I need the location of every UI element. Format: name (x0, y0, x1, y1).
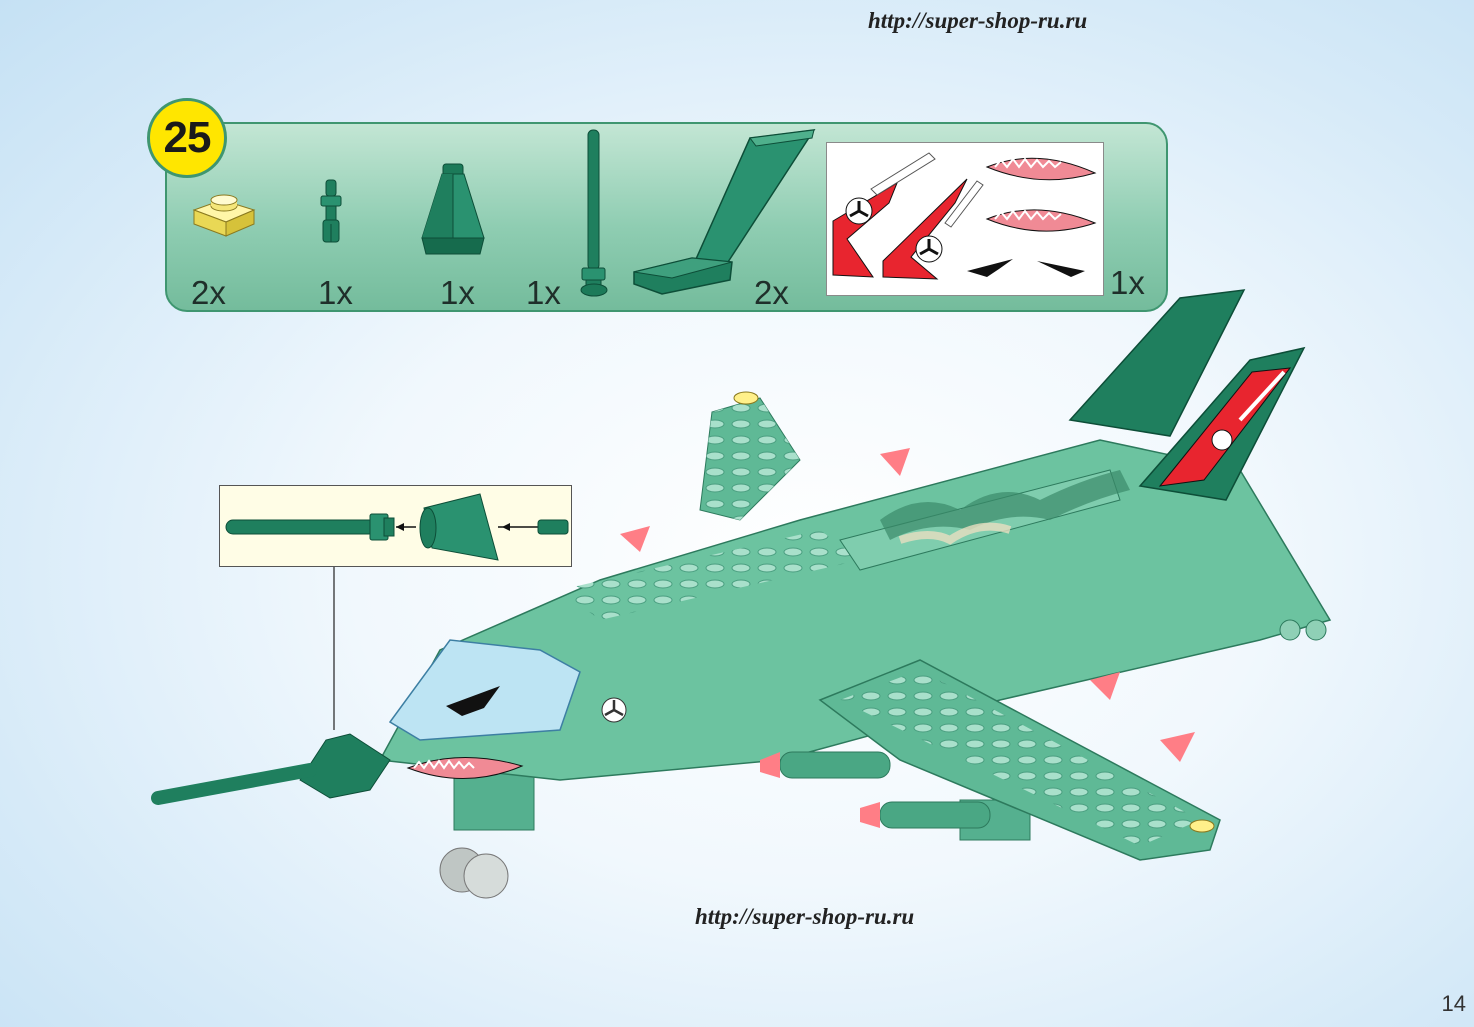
source-url-top: http://super-shop-ru.ru (868, 8, 1088, 33)
cone-icon (421, 163, 485, 255)
missile-near-1 (760, 751, 891, 779)
source-url-bottom: http://super-shop-ru.ru (695, 904, 915, 929)
part-qty-3: 1x (440, 274, 475, 311)
antenna-bar-icon (580, 129, 608, 297)
part-qty-6: 1x (1110, 264, 1145, 301)
page-number: 14 (1441, 991, 1466, 1016)
part-qty-2: 1x (318, 274, 353, 311)
tail-fin-icon (633, 129, 816, 295)
missile-near-2 (860, 801, 991, 829)
plate-1x1-yellow-icon (192, 194, 256, 237)
part-qty-1: 2x (191, 274, 226, 311)
connector-pin-icon (320, 179, 342, 243)
step-number-badge: 25 (147, 98, 227, 178)
sticker-sheet-icon (826, 142, 1104, 296)
part-qty-4: 1x (526, 274, 561, 311)
part-qty-5: 2x (754, 274, 789, 311)
landing-gear-front (439, 769, 535, 899)
sub-assembly-callout (219, 485, 572, 567)
